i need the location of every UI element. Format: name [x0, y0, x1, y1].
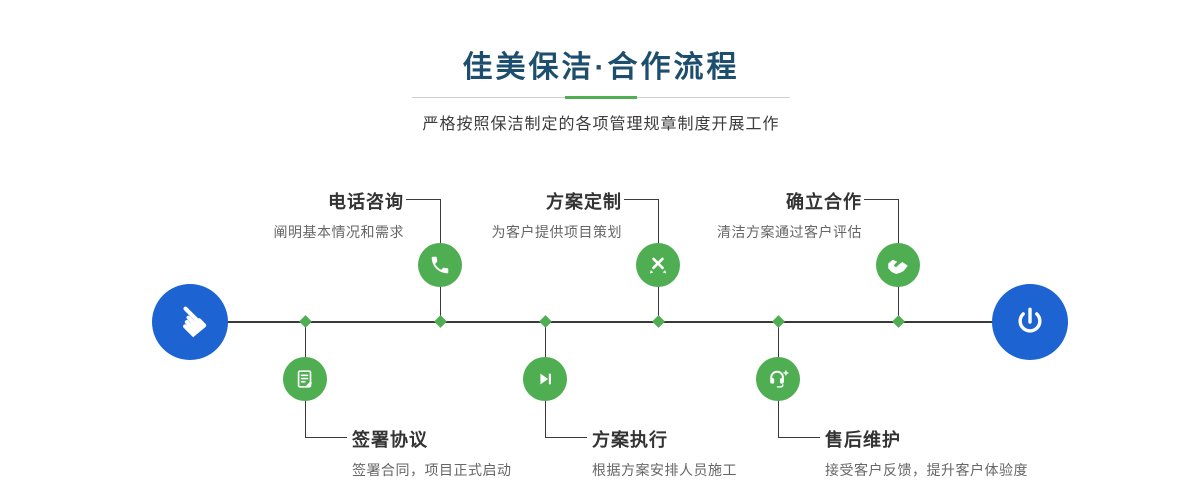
step-desc: 根据方案安排人员施工: [592, 462, 737, 478]
step-label-aftersale: 售后维护 接受客户反馈，提升客户体验度: [825, 426, 1028, 480]
step-desc: 为客户提供项目策划: [491, 224, 622, 240]
connector-line: [545, 437, 587, 438]
step-icon-circle-play: [523, 357, 567, 401]
step-title: 售后维护: [825, 430, 901, 450]
timeline-end-node: [992, 284, 1068, 360]
step-label-phone: 电话咨询 阐明基本情况和需求: [274, 188, 405, 242]
connector-line: [864, 199, 898, 200]
step-title: 确立合作: [786, 192, 862, 212]
power-icon: [1012, 304, 1048, 340]
timeline-junction-diamond: [434, 315, 447, 328]
connector-line: [624, 199, 658, 200]
step-icon-circle-handshake: [876, 243, 920, 287]
timeline-junction-diamond: [299, 315, 312, 328]
connector-line: [406, 199, 440, 200]
connector-line: [778, 437, 820, 438]
step-desc: 签署合同，项目正式启动: [352, 462, 512, 478]
step-desc: 清洁方案通过客户评估: [717, 224, 862, 240]
step-label-establish: 确立合作 清洁方案通过客户评估: [717, 188, 862, 242]
step-desc: 接受客户反馈，提升客户体验度: [825, 462, 1028, 478]
headset-icon: [767, 368, 789, 390]
step-title: 方案定制: [546, 192, 622, 212]
timeline-junction-diamond: [772, 315, 785, 328]
step-label-sign: 签署协议 签署合同，项目正式启动: [352, 426, 512, 480]
page-title: 佳美保洁·合作流程: [462, 51, 740, 84]
handshake-icon: [886, 255, 910, 275]
step-label-execute: 方案执行 根据方案安排人员施工: [592, 426, 737, 480]
timeline-junction-diamond: [652, 315, 665, 328]
step-icon-circle-phone: [418, 243, 462, 287]
timeline-junction-diamond: [892, 315, 905, 328]
step-icon-circle-document: [283, 357, 327, 401]
timeline-start-node: ☚: [152, 284, 228, 360]
step-title: 电话咨询: [328, 192, 404, 212]
page-subtitle: 严格按照保洁制定的各项管理规章制度开展工作: [422, 116, 780, 133]
step-title: 方案执行: [592, 430, 668, 450]
timeline-junction-diamond: [539, 315, 552, 328]
design-tools-icon: [647, 254, 669, 276]
step-desc: 阐明基本情况和需求: [273, 224, 404, 240]
phone-icon: [429, 254, 451, 276]
step-label-design: 方案定制 为客户提供项目策划: [492, 188, 623, 242]
document-icon: [294, 368, 316, 390]
connector-line: [305, 437, 347, 438]
title-divider: [412, 96, 790, 99]
play-icon: [535, 369, 555, 389]
step-icon-circle-headset: [756, 357, 800, 401]
timeline-line: [190, 321, 1030, 323]
divider-accent: [565, 96, 637, 99]
step-icon-circle-design: [636, 243, 680, 287]
hand-pointer-icon: ☚: [161, 293, 219, 351]
step-title: 签署协议: [352, 430, 428, 450]
